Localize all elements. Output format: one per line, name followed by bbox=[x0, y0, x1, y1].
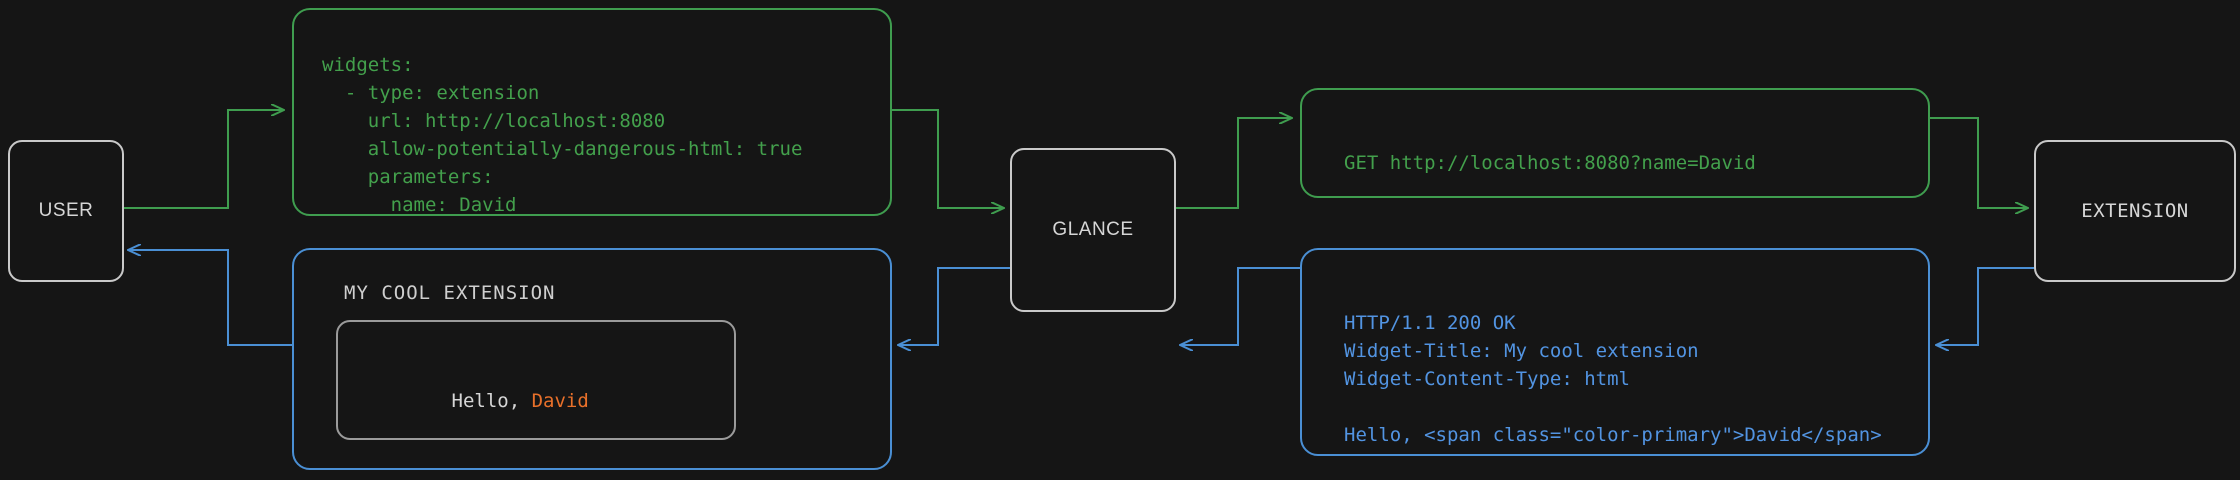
widget-greeting-name: David bbox=[531, 390, 589, 412]
config-yaml-text: widgets: - type: extension url: http://l… bbox=[322, 54, 803, 216]
widget-content-card: Hello, David bbox=[336, 320, 736, 440]
panel-rendered-widget: MY COOL EXTENSION Hello, David bbox=[292, 248, 892, 470]
panel-http-response: HTTP/1.1 200 OK Widget-Title: My cool ex… bbox=[1300, 248, 1930, 456]
node-glance-label: GLANCE bbox=[1052, 219, 1134, 240]
http-response-text: HTTP/1.1 200 OK Widget-Title: My cool ex… bbox=[1344, 312, 1882, 446]
panel-config-yaml: widgets: - type: extension url: http://l… bbox=[292, 8, 892, 216]
widget-greeting-prefix: Hello, bbox=[451, 390, 532, 412]
node-extension[interactable]: EXTENSION bbox=[2034, 140, 2236, 282]
node-user-label: USER bbox=[38, 200, 94, 221]
node-extension-label: EXTENSION bbox=[2081, 200, 2189, 222]
node-user[interactable]: USER bbox=[8, 140, 124, 282]
widget-title: MY COOL EXTENSION bbox=[344, 282, 556, 304]
node-glance[interactable]: GLANCE bbox=[1010, 148, 1176, 312]
http-request-text: GET http://localhost:8080?name=David bbox=[1344, 152, 1756, 174]
widget-greeting: Hello, David bbox=[360, 368, 589, 434]
panel-http-request: GET http://localhost:8080?name=David bbox=[1300, 88, 1930, 198]
